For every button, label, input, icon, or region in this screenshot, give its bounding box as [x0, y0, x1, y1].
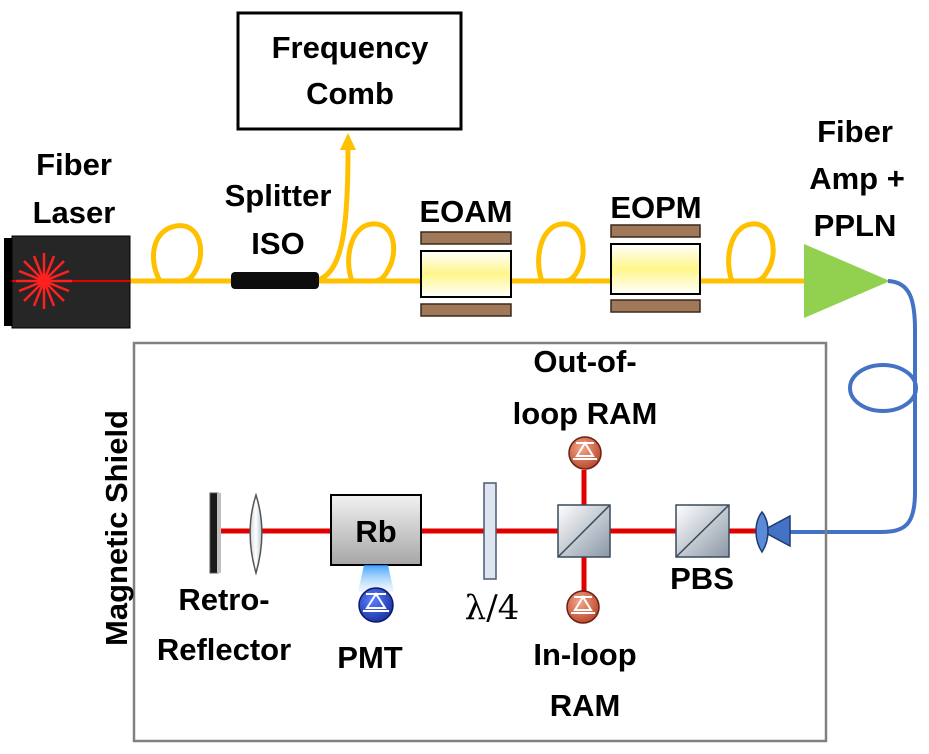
fiber-coil-icon: [536, 221, 586, 284]
blue-fiber-path: [790, 279, 918, 534]
eopm-label: EOPM: [610, 190, 701, 225]
fiber-laser-label-line1: Fiber: [36, 147, 112, 182]
in-loop-ram-detector: [566, 590, 600, 624]
out-of-loop-ram-label-line2: loop RAM: [513, 396, 658, 431]
out-of-loop-ram-detector: [568, 436, 602, 470]
fiber-coil-icon: [726, 221, 776, 284]
rb-vapor-cell: Rb: [330, 494, 422, 566]
photodiode-icon: [571, 595, 595, 614]
magnetic-shield-label: Magnetic Shield: [99, 410, 134, 646]
rb-label: Rb: [355, 514, 396, 549]
fluorescence-glow: [358, 565, 394, 592]
magnetic-shield-box: [132, 341, 828, 743]
lens-icon: [249, 492, 263, 576]
fiber-amp-label-line3: PPLN: [814, 208, 897, 243]
frequency-comb-box: Frequency Comb: [236, 11, 463, 131]
pmt-label: PMT: [337, 640, 403, 675]
in-loop-ram-label-line1: In-loop: [533, 637, 636, 672]
quarter-wave-plate: [483, 482, 497, 580]
pbs-cube: [675, 504, 730, 558]
splitter-isolator: [231, 272, 319, 289]
eoam-label: EOAM: [420, 194, 513, 229]
comb-arrowhead-icon: [340, 133, 356, 150]
retro-reflector-label-line1: Retro-: [178, 582, 269, 617]
pmt-detector: [358, 587, 394, 623]
in-loop-ram-label-line2: RAM: [550, 688, 621, 723]
eopm-modulator: [610, 224, 701, 313]
fiber-amp-label-line1: Fiber: [817, 114, 893, 149]
fiber-collimator: [755, 510, 791, 554]
eoam-modulator: [420, 231, 512, 317]
lens-icon: [755, 510, 769, 554]
fiber-coil-icon: [150, 223, 204, 284]
laser-burst-icon: [16, 253, 72, 309]
fiber-amp-label-line2: Amp +: [809, 161, 905, 196]
iso-label: ISO: [251, 226, 304, 261]
triangle-amplifier-icon: [804, 244, 890, 318]
photodiode-icon: [363, 592, 389, 612]
out-of-loop-ram-label-line1: Out-of-: [533, 344, 636, 379]
frequency-comb-label-line1: Frequency: [272, 30, 430, 65]
photodiode-icon: [573, 441, 597, 460]
pbs-label: PBS: [670, 561, 734, 596]
splitter-label: Splitter: [225, 178, 332, 213]
fiber-coil-icon: [346, 221, 397, 284]
fiber-laser: [4, 235, 131, 329]
retro-reflector-label-line2: Reflector: [157, 632, 291, 667]
frequency-comb-label-line2: Comb: [306, 76, 394, 111]
cube-beamsplitter-icon: [557, 504, 611, 558]
fiber-laser-label-line2: Laser: [33, 195, 116, 230]
lambda-quarter-label: λ/4: [465, 588, 520, 628]
retro-reflector: [209, 492, 263, 576]
